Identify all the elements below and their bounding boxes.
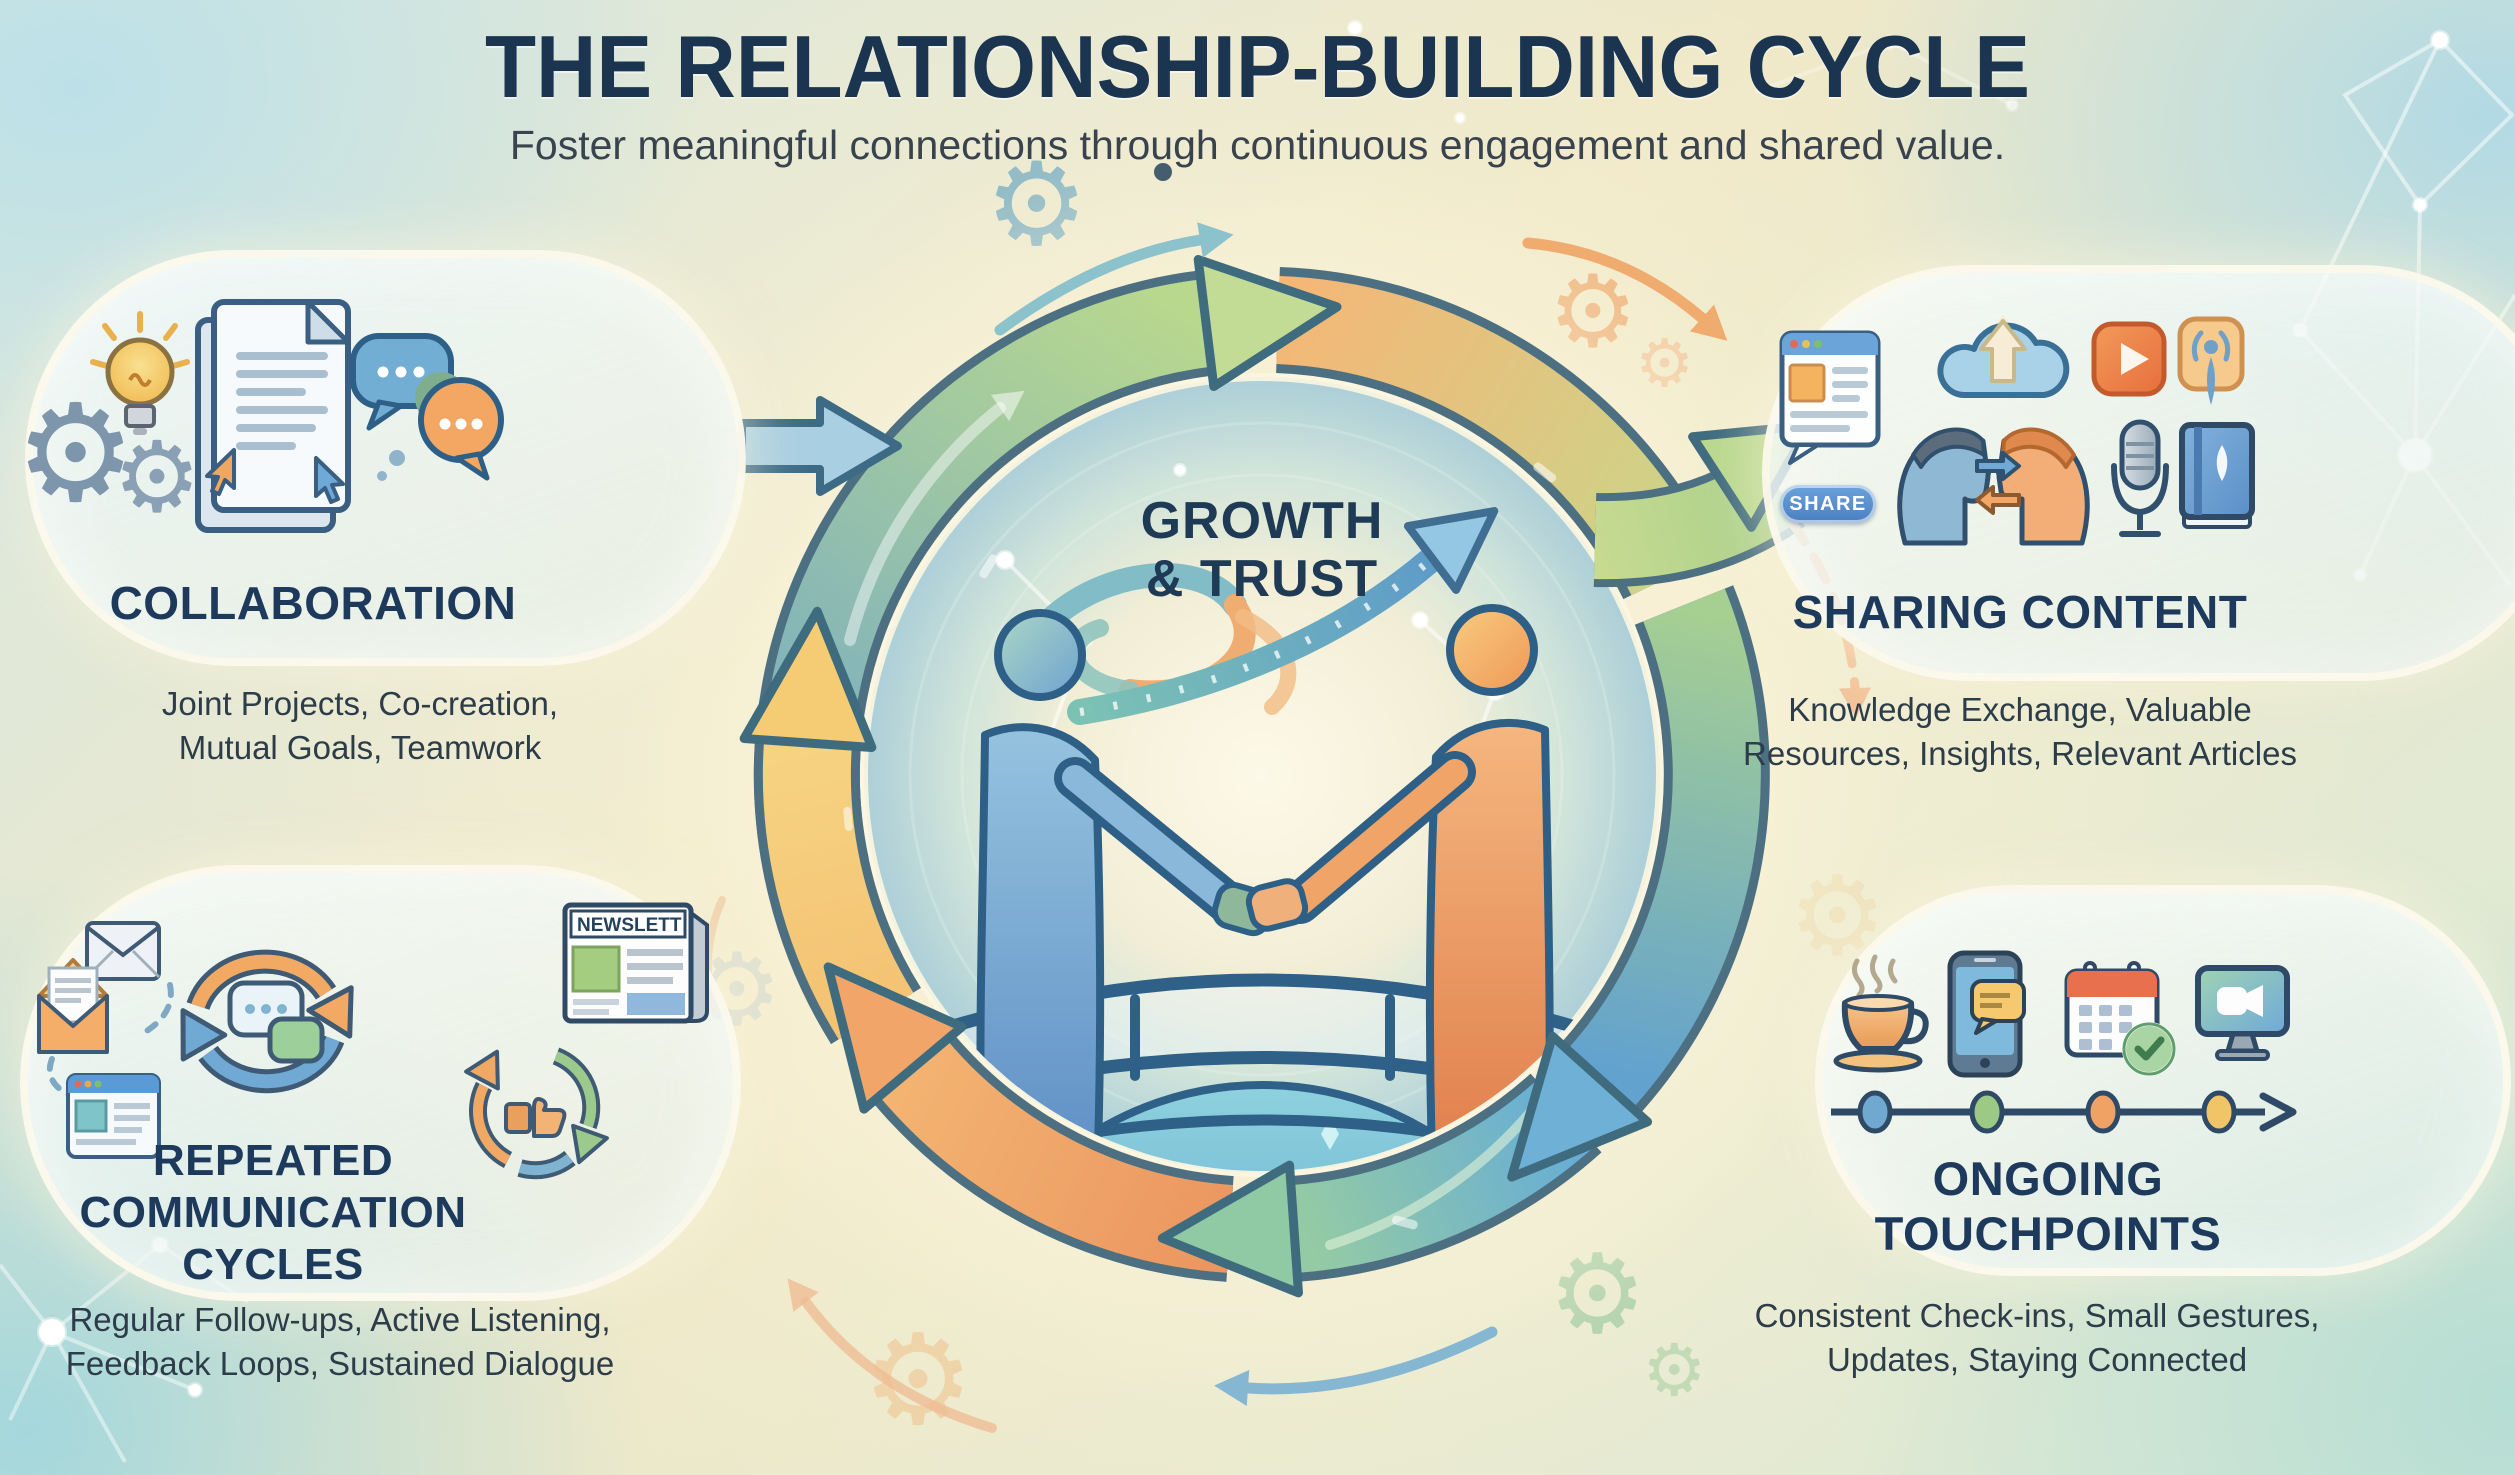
center-label: GROWTH & TRUST [1140,492,1384,609]
dashed-connector [137,982,174,1038]
book-icon [2179,422,2255,529]
panel-desc-ongoing: Consistent Check-ins, Small Gestures, Up… [1754,1297,2320,1378]
figure-blue [976,609,1251,1154]
band-dashes [843,462,1557,1230]
lightbulb-icon [90,311,190,435]
video-call-icon [2195,965,2290,1061]
figure-orange [1279,604,1554,1164]
gear-icon: ⚙ [15,378,137,529]
share-button: SHARE [1780,485,1876,523]
coffee-cup-icon [1833,954,1929,1073]
panel-heading-sharing: SHARING CONTENT [1792,586,2248,638]
calendar-check-icon [2064,961,2176,1076]
podcast-icon [2177,316,2245,405]
newsletter-label: NEWSLETT [577,915,682,936]
pond [938,1081,1586,1171]
timeline-dots [1831,1090,2297,1134]
communication-cycle-icon [180,949,354,1094]
page-subtitle: Foster meaningful connections through co… [509,122,2006,168]
panel-desc-collaboration: Joint Projects, Co-creation, Mutual Goal… [161,685,559,766]
panel-sharing: SHARE [1762,265,2515,681]
profile-exchange-icon [1897,427,2090,546]
cloud-upload-icon [1937,315,2070,398]
gear-icon: ⚙ [113,422,201,532]
browser-share-icon [1779,330,1881,465]
panel-heading-ongoing: ONGOING TOUCHPOINTS [1874,1152,2222,1261]
panel-repeated: NEWSLETT REPEATED COMMUNICATION CYCLES [20,865,741,1301]
feedback-cycle-icon [464,1047,609,1180]
panel-desc-sharing: Knowledge Exchange, Valuable Resources, … [1743,691,2297,772]
panel-desc-repeated: Regular Follow-ups, Active Listening, Fe… [65,1301,615,1382]
panel-collaboration: ⚙ ⚙ [15,250,746,666]
microphone-icon [2111,419,2169,537]
phone-chat-icon [1947,950,2026,1078]
video-play-icon [2091,321,2167,397]
panel-ongoing: ONGOING TOUCHPOINTS [1815,885,2511,1276]
page-title: THE RELATIONSHIP-BUILDING CYCLE [484,17,2031,116]
mini-browser-icon [66,1073,161,1159]
document-cursors-icon [195,299,351,533]
panel-heading-collaboration: COLLABORATION [109,577,517,629]
newsletter-icon: NEWSLETT [562,902,709,1024]
open-envelope-icon [37,958,109,1054]
chat-bubbles-icon [350,333,504,481]
growth-trust-illustration [860,373,1664,1177]
closed-envelope-icon [85,921,161,981]
gear-icon: ⚙ [1642,1331,1707,1411]
entry-arrow-icon [738,396,902,496]
growth-arrow-icon [1067,507,1499,725]
dot-decor [1154,163,1172,181]
handshake-icon [1211,878,1309,937]
panel-heading-repeated: REPEATED COMMUNICATION CYCLES [79,1136,467,1289]
